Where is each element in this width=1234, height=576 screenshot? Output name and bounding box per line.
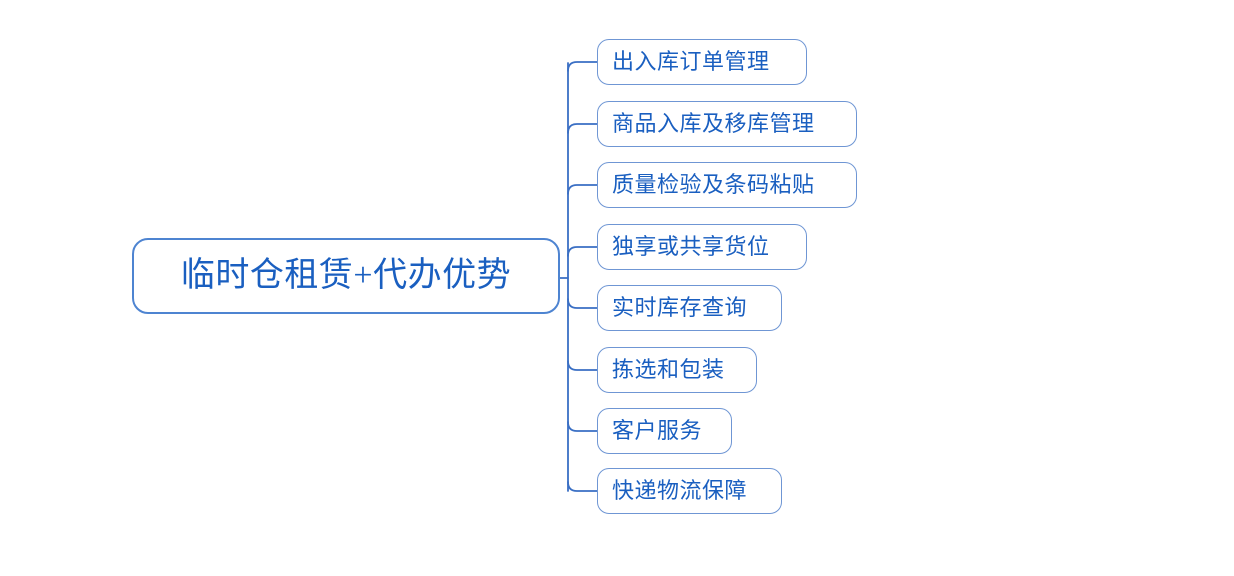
connector-path — [567, 298, 598, 309]
child-node-label: 拣选和包装 — [612, 357, 725, 382]
child-node-6[interactable]: 拣选和包装 — [597, 347, 757, 393]
connector-path — [567, 481, 598, 492]
child-node-2[interactable]: 商品入库及移库管理 — [597, 101, 857, 147]
connector-path — [567, 123, 598, 134]
root-node[interactable]: 临时仓租赁+代办优势 — [132, 238, 560, 314]
connector-path — [567, 421, 598, 432]
child-node-5[interactable]: 实时库存查询 — [597, 285, 782, 331]
child-node-label: 独享或共享货位 — [612, 234, 770, 259]
connector-path — [567, 184, 598, 195]
child-node-label: 客户服务 — [612, 418, 703, 443]
child-node-label: 商品入库及移库管理 — [612, 111, 815, 136]
child-node-3[interactable]: 质量检验及条码粘贴 — [597, 162, 857, 208]
child-node-label: 实时库存查询 — [612, 295, 748, 320]
child-node-label: 快递物流保障 — [612, 478, 748, 503]
connector-path — [567, 360, 598, 371]
connector-path — [567, 246, 598, 257]
child-node-label: 出入库订单管理 — [612, 49, 770, 74]
root-node-label: 临时仓租赁+代办优势 — [180, 257, 512, 294]
child-node-1[interactable]: 出入库订单管理 — [597, 39, 807, 85]
connector-path — [567, 61, 598, 72]
child-node-label: 质量检验及条码粘贴 — [612, 172, 815, 197]
child-node-4[interactable]: 独享或共享货位 — [597, 224, 807, 270]
child-node-7[interactable]: 客户服务 — [597, 408, 732, 454]
child-node-8[interactable]: 快递物流保障 — [597, 468, 782, 514]
